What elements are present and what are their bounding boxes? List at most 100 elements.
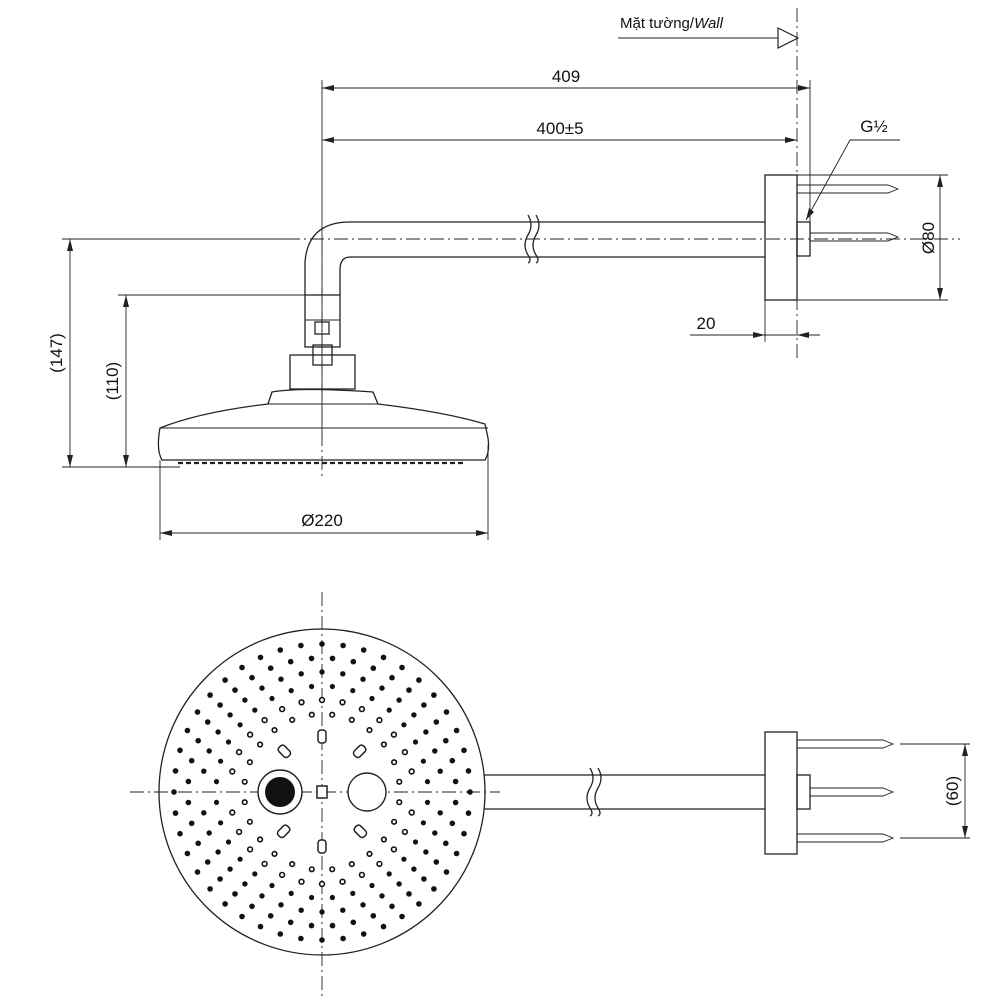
nozzle-dot <box>452 799 459 806</box>
flange-plate <box>764 174 798 301</box>
nozzle-dot <box>188 820 195 827</box>
arrow-head <box>798 85 810 91</box>
nozzle-dot <box>278 902 284 908</box>
nozzle-dot <box>218 820 224 826</box>
nozzle-dot <box>289 860 296 868</box>
arrow-head <box>123 295 129 307</box>
nozzle-dot <box>229 809 236 816</box>
wall-bolt <box>810 787 895 797</box>
nozzle-dot <box>257 836 264 843</box>
wall-arrow-icon <box>777 27 800 49</box>
wall-bolt <box>797 184 900 194</box>
nozzle-dot <box>261 716 268 724</box>
nozzle-dot <box>340 907 346 913</box>
nozzle-dot <box>329 922 336 929</box>
nozzle-dot <box>379 685 385 691</box>
nozzle-dot <box>461 830 467 837</box>
nozzle-dot <box>215 729 221 735</box>
arrow-head <box>476 530 488 536</box>
nozzle-dot <box>277 931 284 937</box>
arrow-head <box>123 455 129 467</box>
mode-button-icon <box>347 772 387 812</box>
nozzle-dot <box>246 846 254 853</box>
arrow-head <box>962 826 968 838</box>
nozzle-dot <box>241 799 248 806</box>
nozzle-dot <box>218 758 224 764</box>
nozzle-dot <box>185 778 192 785</box>
nozzle-slot <box>353 824 368 839</box>
nozzle-dot <box>177 747 183 754</box>
nozzle-dot <box>318 880 326 888</box>
nozzle-dot <box>366 726 373 734</box>
nozzle-dot <box>271 850 278 858</box>
nozzle-dot <box>188 757 195 764</box>
nozzle-dot <box>360 676 366 682</box>
nozzle-dot <box>308 866 315 873</box>
nozzle-dot <box>399 664 405 671</box>
nozzle-dot <box>278 676 284 682</box>
nozzle-dot <box>433 859 440 865</box>
nozzle-dot <box>246 731 254 738</box>
nozzle-dot <box>287 919 294 926</box>
nozzle-dot <box>235 748 243 756</box>
nozzle-dot <box>380 741 388 748</box>
nozzle-dot <box>207 692 213 698</box>
nozzle-dot <box>401 856 407 862</box>
nozzle-dot <box>232 687 238 693</box>
nozzle-dot <box>229 768 236 775</box>
nozzle-dot <box>391 759 398 766</box>
nozzle-dot <box>298 642 304 649</box>
arrow-head <box>962 744 968 756</box>
nozzle-dot <box>408 809 415 816</box>
nozzle-dot <box>432 748 438 754</box>
nozzle-slot <box>276 824 291 839</box>
thread-leader-line <box>805 139 851 221</box>
nozzle-dot <box>213 799 220 806</box>
nozzle-dot <box>239 664 245 671</box>
nozzle-dot <box>443 840 449 847</box>
nozzle-dot <box>201 810 207 816</box>
break-mark <box>594 767 602 817</box>
nozzle-dot <box>257 741 264 748</box>
nozzle-dot <box>416 901 422 907</box>
nozzle-dot <box>318 696 326 704</box>
dimension-text-110: (110) <box>103 362 122 400</box>
nozzle-dot <box>366 850 373 858</box>
wall-label: Mặt tường/Wall <box>620 15 724 32</box>
wall-label-en: Wall <box>694 15 724 32</box>
nozzle-dot <box>401 828 409 836</box>
nozzle-dot <box>329 866 336 873</box>
dimension-text-80: Ø80 <box>919 222 938 254</box>
arrow-head <box>806 208 814 220</box>
nozzle-dot <box>246 759 253 766</box>
nozzle-dot <box>172 768 179 774</box>
nozzle-dot <box>399 913 405 920</box>
dimension-text-220: Ø220 <box>301 511 343 530</box>
nozzle-dot <box>237 722 243 728</box>
nozzle-dot <box>319 937 325 943</box>
nozzle-dot <box>206 830 212 836</box>
ball-joint <box>304 294 341 348</box>
nozzle-dot <box>309 894 315 901</box>
nozzle-dot <box>369 882 375 889</box>
nozzle-dot <box>391 818 398 825</box>
nozzle-dot <box>225 739 232 745</box>
nozzle-dot <box>235 828 243 836</box>
nozzle-dot <box>308 711 315 718</box>
arrow-head <box>160 530 172 536</box>
nozzle-dot <box>340 671 346 677</box>
nozzle-dot <box>319 909 325 915</box>
arrow-head <box>785 137 797 143</box>
spray-button-icon <box>265 777 295 807</box>
head-outline <box>158 628 486 956</box>
nozzle-dot <box>401 748 409 756</box>
nozzle-dot <box>204 719 211 725</box>
nozzle-dot <box>358 871 366 879</box>
nozzle-dot <box>406 687 412 693</box>
nozzle-dot <box>433 719 440 725</box>
dimension-text-409: 409 <box>552 67 580 86</box>
nozzle-slot <box>277 744 292 759</box>
dimension-text-147: (147) <box>47 333 66 373</box>
nozzle-dot <box>206 748 212 754</box>
